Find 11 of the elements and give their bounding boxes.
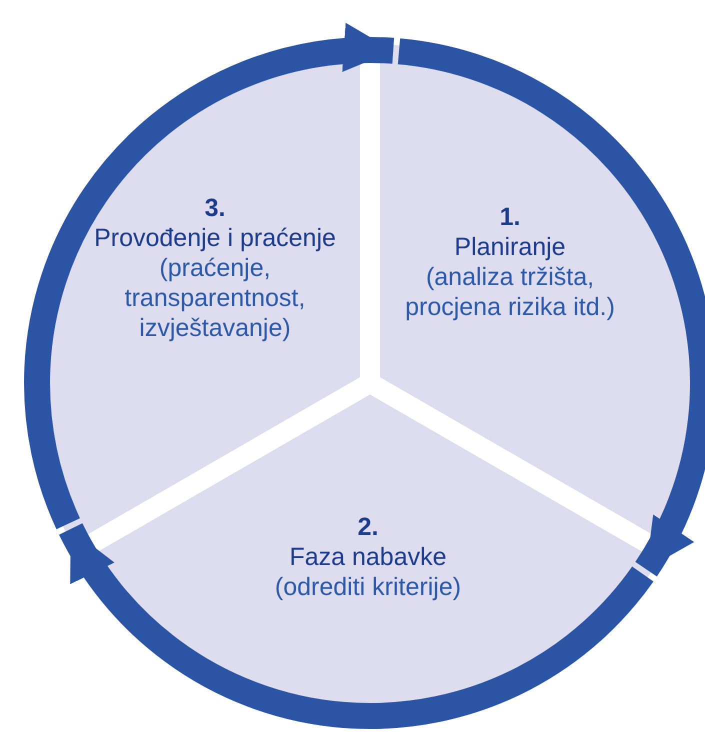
step-description: (praćenje, transparentnost, izvještavanje)	[124, 253, 306, 343]
cycle-arrow	[24, 26, 394, 528]
step-number: 2.	[356, 512, 380, 542]
step-title: Planiranje	[453, 232, 567, 262]
step-title: Provođenje i praćenje	[93, 223, 337, 253]
step-description: (analiza tržišta, procjena rizika itd.)	[404, 262, 616, 322]
step-number: 3.	[204, 193, 226, 223]
step-description: (odrediti kriterije)	[274, 572, 462, 602]
step-number: 1.	[498, 202, 522, 232]
cycle-arrow	[59, 522, 653, 729]
step-title: Faza nabavke	[288, 542, 448, 572]
